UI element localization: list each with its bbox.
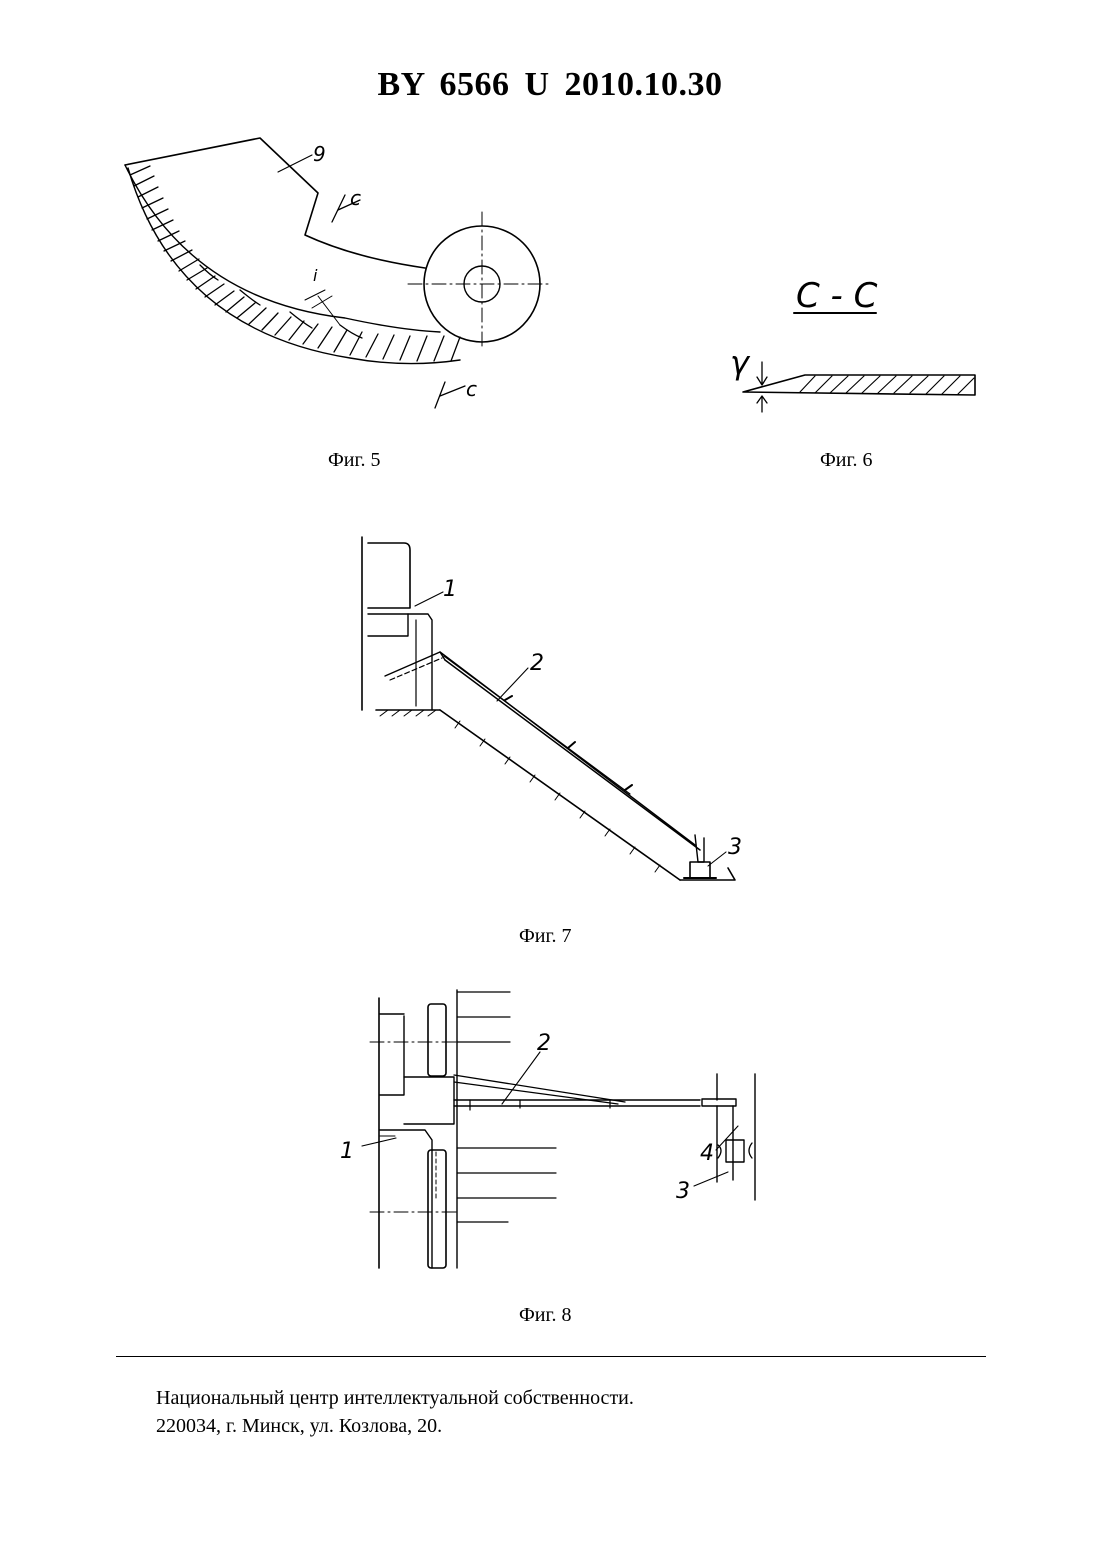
fig5-label-section-bottom: c	[466, 377, 477, 401]
fig6-hatching	[800, 376, 974, 394]
fig7-label-3: 3	[728, 835, 742, 860]
fig7-caption: Фиг. 7	[519, 925, 571, 948]
fig5-label-step: i	[313, 266, 318, 285]
footer-organization: Национальный центр интеллектуальной собс…	[156, 1384, 634, 1412]
footer-address: 220034, г. Минск, ул. Козлова, 20.	[156, 1412, 634, 1440]
fig5-label-section-top: c	[350, 186, 361, 210]
fig6-drawing: C - C γ	[730, 276, 975, 412]
footer-divider	[116, 1356, 986, 1357]
fig6-caption: Фиг. 6	[820, 449, 872, 472]
fig8-label-4: 4	[700, 1141, 714, 1166]
fig8-field-lines	[457, 992, 556, 1222]
fig8-drawing: 1 2 3 4	[340, 990, 755, 1268]
fig6-angle-label: γ	[730, 344, 751, 382]
fig5-teeth	[130, 166, 460, 361]
fig7-label-1: 1	[443, 577, 457, 602]
fig7-drawing: 1 2 3	[362, 537, 742, 880]
fig7-ground-hatch	[380, 710, 436, 716]
fig6-section-title: C - C	[796, 276, 878, 316]
fig5-label-part: 9	[313, 142, 326, 166]
fig5-drawing: 9 c c i	[125, 138, 552, 408]
fig8-label-3: 3	[676, 1179, 690, 1204]
fig5-caption: Фиг. 5	[328, 449, 380, 472]
fig8-label-2: 2	[537, 1031, 551, 1056]
fig7-label-2: 2	[530, 651, 544, 676]
fig8-caption: Фиг. 8	[519, 1304, 571, 1327]
fig8-label-1: 1	[340, 1139, 354, 1164]
footer: Национальный центр интеллектуальной собс…	[156, 1384, 634, 1440]
